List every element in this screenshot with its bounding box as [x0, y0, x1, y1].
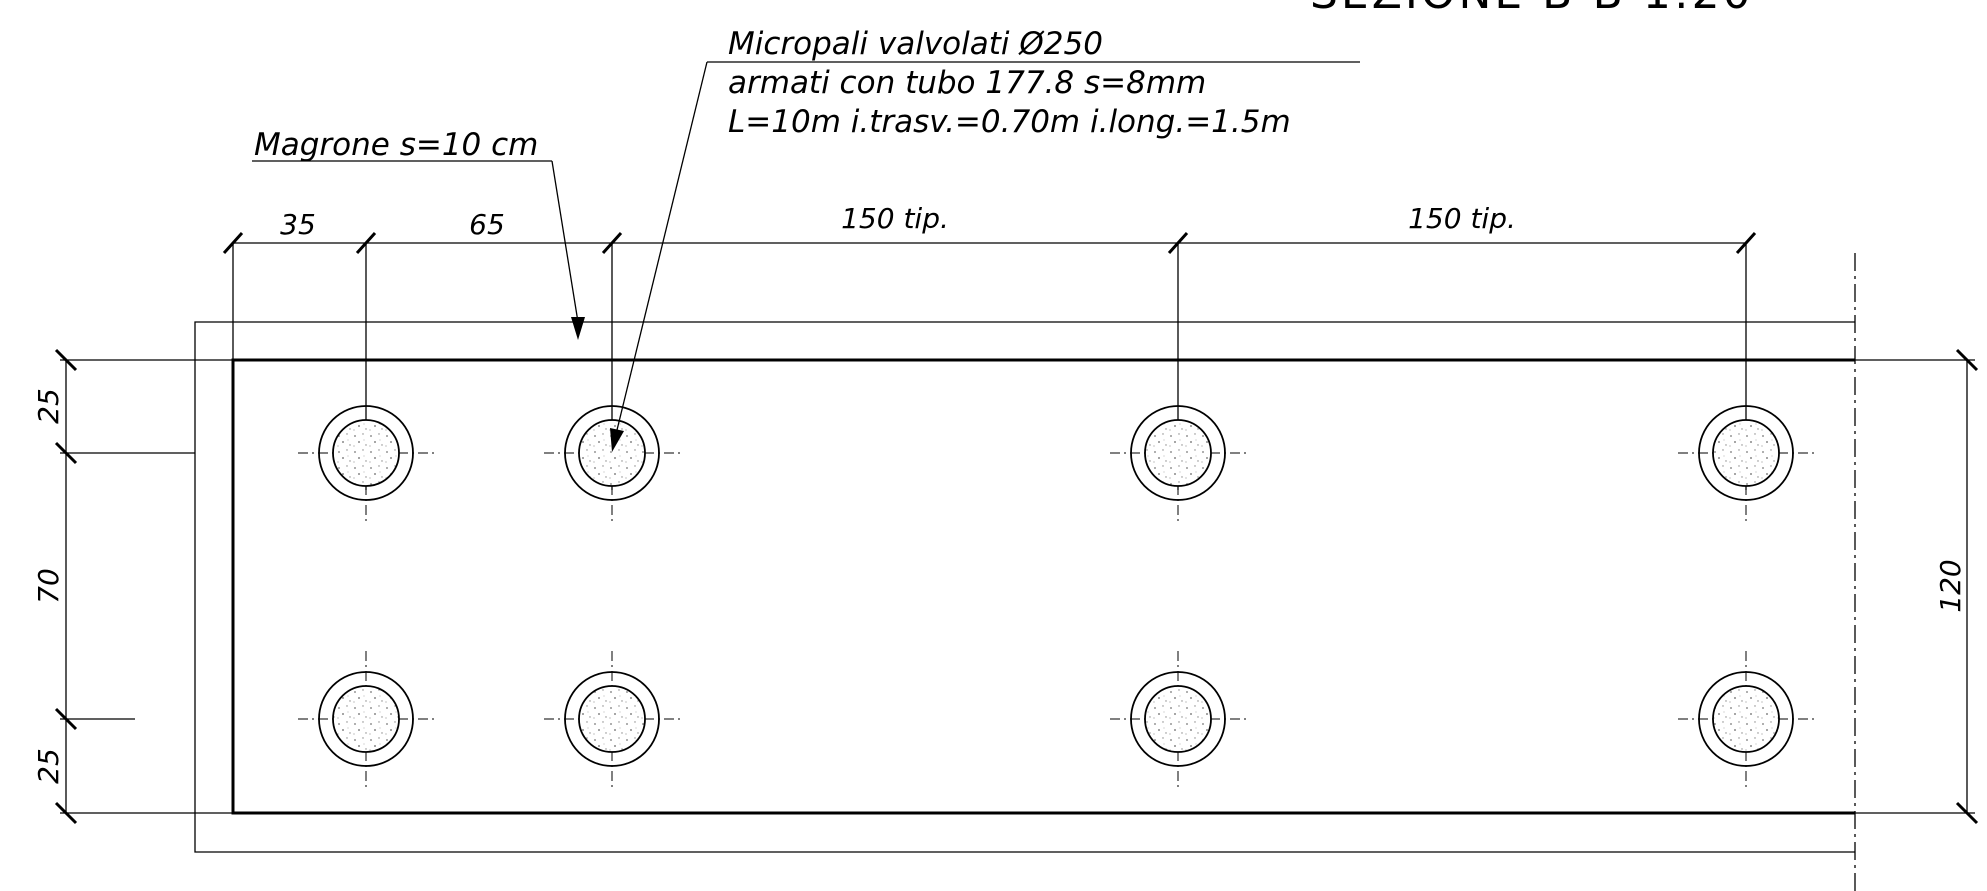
dim-tick: [601, 231, 623, 255]
dim-25-top: 25: [32, 388, 65, 424]
dim-70: 70: [32, 568, 65, 604]
pile-grout-core: [1712, 419, 1780, 487]
dim-150-tip-2: 150 tip.: [1408, 202, 1516, 235]
micropile: [1678, 385, 1814, 521]
magrone-leader-line: [551, 160, 579, 323]
micropali-note-line-3: L=10m i.trasv.=0.70m i.long.=1.5m: [728, 104, 1291, 140]
magrone-arrowhead: [571, 317, 585, 340]
dim-tick: [1955, 348, 1979, 372]
pile-outer-ring: [318, 405, 414, 501]
pile-grout-core: [578, 685, 646, 753]
left-dimension-chain: 25 70 25: [32, 348, 233, 825]
dim-tick: [54, 707, 78, 731]
dim-150-tip-1: 150 tip.: [841, 202, 949, 235]
pile-grout-core: [332, 685, 400, 753]
pile-grout-core: [578, 419, 646, 487]
dim-120: 120: [1934, 559, 1967, 612]
micropile: [1678, 651, 1814, 787]
dim-tick: [222, 231, 244, 255]
dim-25-bottom: 25: [32, 748, 65, 784]
pile-outer-ring: [564, 405, 660, 501]
micropile: [1110, 385, 1246, 521]
micropali-arrowhead: [610, 428, 624, 452]
dim-tick: [1735, 231, 1757, 255]
dim-tick: [54, 801, 78, 825]
pile-outer-ring: [1130, 405, 1226, 501]
pile-grout-core: [332, 419, 400, 487]
pile-grout-core: [1712, 685, 1780, 753]
micropile: [298, 385, 434, 521]
drawing-title: SEZIONE B-B 1:20: [1310, 0, 1754, 19]
slab-outline: [231, 358, 1855, 815]
micropile: [1110, 651, 1246, 787]
pile-outer-ring: [318, 671, 414, 767]
dim-tick: [54, 348, 78, 372]
micropali-note-line-2: armati con tubo 177.8 s=8mm: [728, 65, 1206, 101]
micropali-note-line-1: Micropali valvolati Ø250: [728, 26, 1103, 62]
magrone-leader: Magrone s=10 cm: [252, 127, 585, 340]
micropile-grid: [298, 385, 1814, 787]
dim-tick: [54, 441, 78, 465]
micropile: [544, 651, 680, 787]
dim-35: 35: [280, 208, 316, 241]
micropile: [298, 651, 434, 787]
right-dimension: 120: [1855, 348, 1979, 825]
micropali-leader-line: [616, 61, 708, 431]
dim-tick: [355, 231, 377, 255]
pile-outer-ring: [1698, 405, 1794, 501]
micropile: [544, 385, 680, 521]
magrone-outline: [194, 321, 1855, 853]
top-dimension-chain: 35 65 150 tip. 150 tip.: [222, 202, 1757, 490]
dim-65: 65: [469, 208, 505, 241]
dim-tick: [1167, 231, 1189, 255]
magrone-note: Magrone s=10 cm: [254, 127, 538, 163]
pile-outer-ring: [1130, 671, 1226, 767]
pile-grout-core: [1144, 685, 1212, 753]
pile-outer-ring: [1698, 671, 1794, 767]
pile-outer-ring: [564, 671, 660, 767]
dim-tick: [1955, 801, 1979, 825]
pile-grout-core: [1144, 419, 1212, 487]
micropali-leader: Micropali valvolati Ø250 armati con tubo…: [610, 26, 1360, 452]
